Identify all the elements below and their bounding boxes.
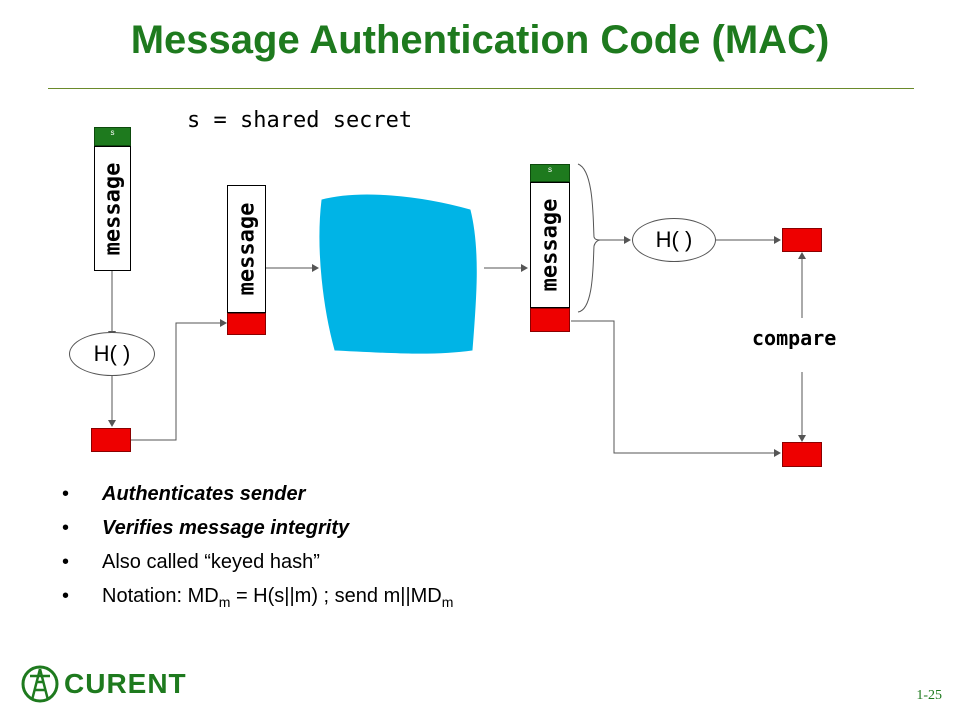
transmitted-message-label: message bbox=[234, 202, 259, 296]
received-mac-block bbox=[530, 308, 570, 332]
mac-append-arrow bbox=[220, 319, 227, 327]
sender-message-label: message bbox=[100, 162, 125, 255]
compare-up-arrow bbox=[798, 252, 806, 259]
compare-down-arrow bbox=[798, 435, 806, 442]
receiver-secret-block: s bbox=[530, 164, 570, 182]
bullet-text-notation: Notation: MDm = H(s||m) ; send m||MDm bbox=[102, 585, 454, 610]
bullet-item: •Verifies message integrity bbox=[62, 517, 350, 539]
received-mac-arrow bbox=[774, 449, 781, 457]
bullet-list: •Authenticates sender •Verifies message … bbox=[62, 483, 453, 619]
sender-secret-block: s bbox=[94, 127, 131, 146]
page-number: 1-25 bbox=[916, 688, 942, 703]
receiver-message-label: message bbox=[537, 198, 563, 292]
brace-to-hash-arrow bbox=[624, 236, 631, 244]
computed-mac-block bbox=[782, 228, 822, 252]
curent-logo: CURENT bbox=[20, 660, 187, 708]
receiver-hash-function: H( ) bbox=[632, 218, 716, 262]
from-network-arrow bbox=[521, 264, 528, 272]
received-mac-line bbox=[571, 320, 776, 454]
mac-append-line bbox=[131, 322, 222, 441]
transmitted-message-block: message bbox=[227, 185, 266, 313]
bullet-item: •Authenticates sender bbox=[62, 483, 306, 505]
network-cloud bbox=[319, 194, 477, 354]
sender-hash-to-mac-arrow bbox=[108, 420, 116, 427]
bullet-text: Authenticates sender bbox=[102, 483, 306, 505]
bullet-text: Verifies message integrity bbox=[102, 517, 350, 539]
bullet-text: Also called “keyed hash” bbox=[102, 551, 320, 573]
logo-text: CURENT bbox=[64, 668, 187, 699]
bullet-item: •Also called “keyed hash” bbox=[62, 551, 320, 573]
transmitted-mac-block bbox=[227, 313, 266, 335]
receiver-hash-to-mac-arrow bbox=[774, 236, 781, 244]
sender-hash-function: H( ) bbox=[69, 332, 155, 376]
shared-secret-legend: s = shared secret bbox=[187, 108, 413, 133]
tower-globe-icon bbox=[21, 665, 59, 703]
to-network-arrow bbox=[312, 264, 319, 272]
sender-message-block: message bbox=[94, 146, 131, 271]
compare-label: compare bbox=[752, 326, 837, 350]
bullet-item: •Notation: MDm = H(s||m) ; send m||MDm bbox=[62, 585, 454, 610]
received-mac-compare-block bbox=[782, 442, 822, 467]
slide-title: Message Authentication Code (MAC) bbox=[130, 18, 830, 62]
receiver-message-block: message bbox=[530, 182, 570, 308]
receiver-brace bbox=[577, 163, 601, 313]
title-divider bbox=[48, 88, 914, 89]
sender-mac-output bbox=[91, 428, 131, 452]
